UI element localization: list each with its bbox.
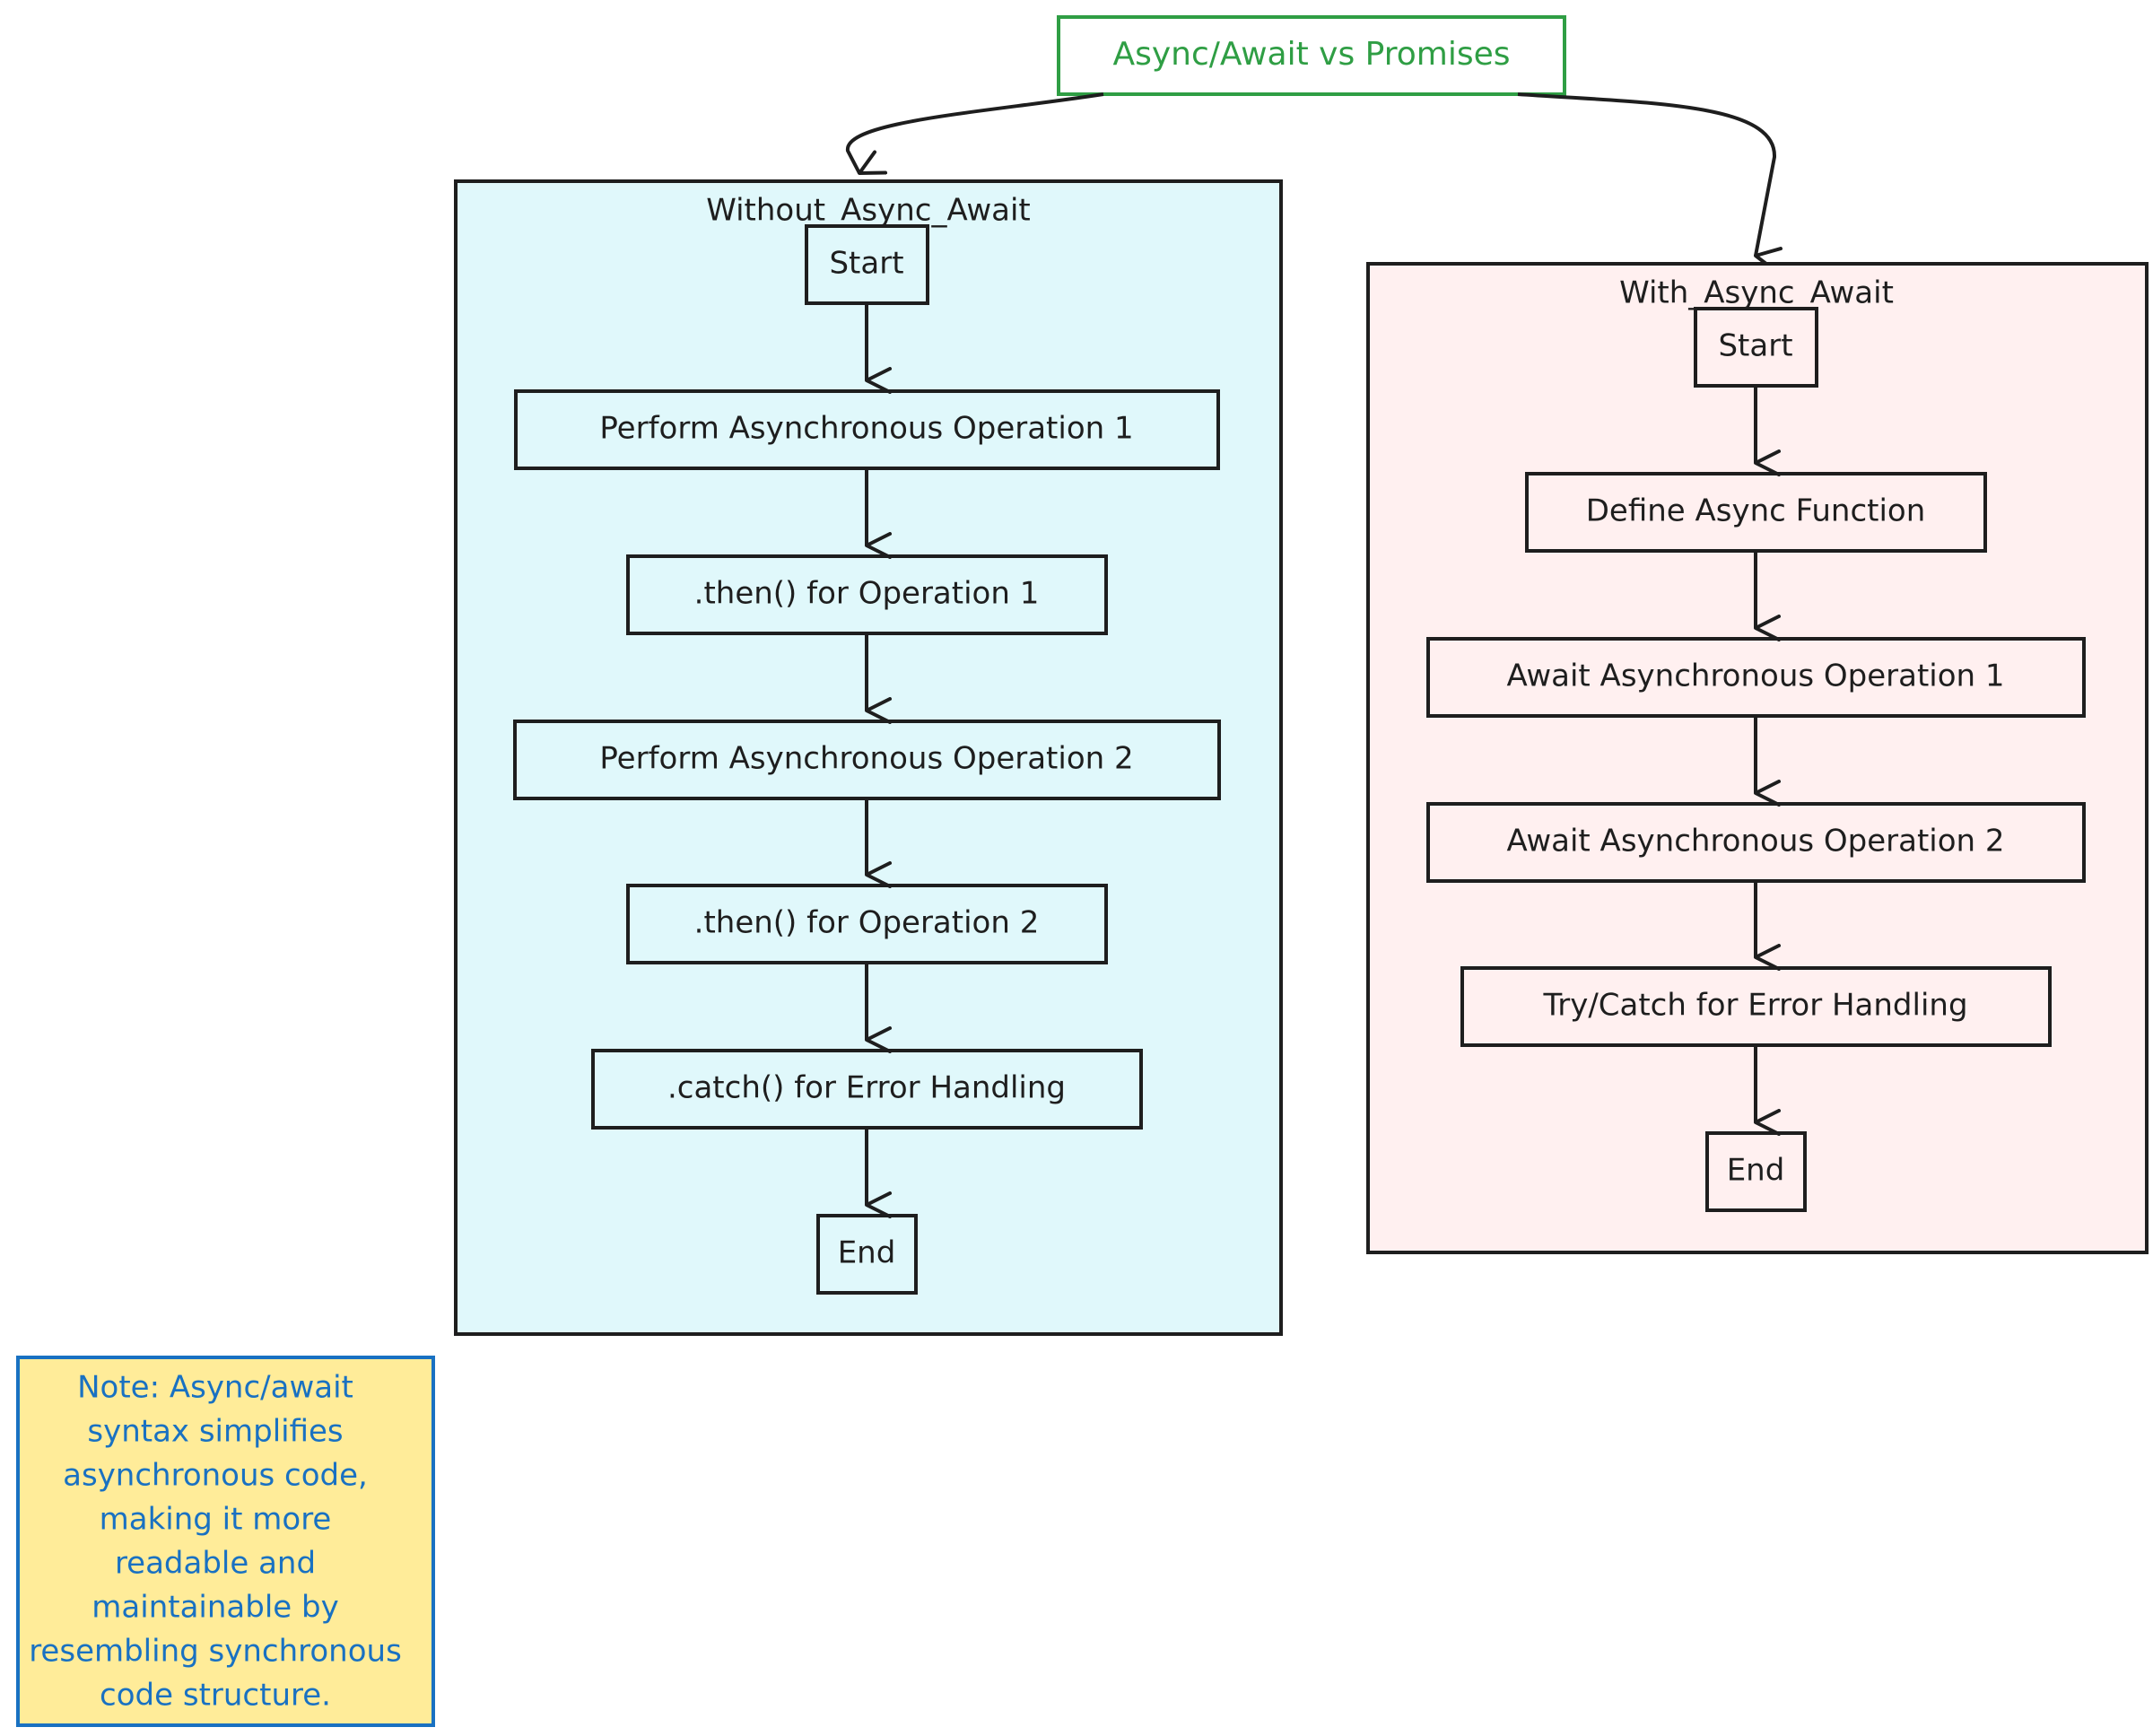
note-line-3: asynchronous code, [63, 1458, 368, 1494]
note-line-1: Note: Async/await [77, 1370, 353, 1406]
node-left-end-label: End [838, 1235, 896, 1271]
note-line-4: making it more [100, 1502, 332, 1538]
connector-title-to-left [845, 92, 1104, 175]
node-left-then-op-2-label: .then() for Operation 2 [694, 905, 1040, 941]
node-right-define-async[interactable]: Define Async Function [1525, 472, 1987, 553]
node-right-try-catch-label: Try/Catch for Error Handling [1542, 988, 1967, 1024]
node-right-await-op-1[interactable]: Await Asynchronous Operation 1 [1426, 637, 2086, 718]
connector-title-to-right [1517, 92, 1783, 274]
node-left-then-op-1-label: .then() for Operation 1 [694, 576, 1040, 612]
right-flow-nodes: Start Define Async Function Await Asynch… [1426, 307, 2086, 1212]
note-line-2: syntax simplifies [87, 1414, 343, 1450]
node-right-try-catch[interactable]: Try/Catch for Error Handling [1460, 966, 2052, 1047]
node-right-await-op-2-label: Await Asynchronous Operation 2 [1506, 824, 2004, 859]
cluster-label-without-async-await: Without_Async_Await [706, 193, 1031, 229]
node-left-perform-op-1-label: Perform Asynchronous Operation 1 [599, 411, 1133, 447]
node-left-catch-label: .catch() for Error Handling [667, 1070, 1066, 1106]
node-left-start-label: Start [829, 246, 903, 282]
note-line-6: maintainable by [92, 1590, 338, 1626]
note-card: Note: Async/await syntax simplifies asyn… [16, 1356, 435, 1727]
node-right-start-label: Start [1718, 328, 1792, 364]
note-line-5: readable and [115, 1546, 316, 1582]
note-line-8: code structure. [100, 1678, 331, 1714]
title-node[interactable]: Async/Await vs Promises [1057, 15, 1566, 96]
left-flow-nodes: Start Perform Asynchronous Operation 1 .… [513, 224, 1221, 1295]
node-right-start[interactable]: Start [1694, 307, 1818, 388]
node-right-define-async-label: Define Async Function [1586, 493, 1926, 529]
node-left-perform-op-2-label: Perform Asynchronous Operation 2 [599, 741, 1133, 777]
node-left-catch[interactable]: .catch() for Error Handling [591, 1049, 1143, 1130]
node-left-start[interactable]: Start [805, 224, 929, 305]
node-right-end-label: End [1727, 1153, 1785, 1189]
cluster-label-with-async-await: With_Async_Await [1619, 275, 1894, 311]
title-label: Async/Await vs Promises [1112, 36, 1510, 73]
node-right-await-op-1-label: Await Asynchronous Operation 1 [1506, 659, 2004, 694]
note-line-7: resembling synchronous [29, 1634, 402, 1670]
title-connectors [845, 92, 1783, 274]
